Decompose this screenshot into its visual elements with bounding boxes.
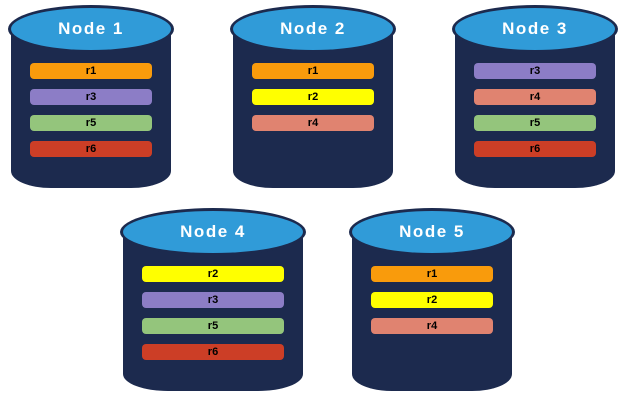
replica-bar-r1[interactable]: r1 — [371, 266, 493, 282]
replica-bar-r6[interactable]: r6 — [30, 141, 152, 157]
replica-bar-r6[interactable]: r6 — [474, 141, 596, 157]
replica-bar-r4[interactable]: r4 — [371, 318, 493, 334]
replica-bar-r5[interactable]: r5 — [142, 318, 284, 334]
replica-bar-r5[interactable]: r5 — [30, 115, 152, 131]
replica-bar-r2[interactable]: r2 — [371, 292, 493, 308]
replica-bar-r3[interactable]: r3 — [474, 63, 596, 79]
cylinder-top-ellipse — [455, 8, 615, 50]
replica-bar-r2[interactable]: r2 — [252, 89, 374, 105]
replica-bar-r6[interactable]: r6 — [142, 344, 284, 360]
replica-bar-list: r1 r2 r4 — [352, 266, 512, 334]
replica-bar-r5[interactable]: r5 — [474, 115, 596, 131]
replica-bar-r1[interactable]: r1 — [252, 63, 374, 79]
replica-bar-list: r3 r4 r5 r6 — [455, 63, 615, 157]
replica-bar-list: r1 r3 r5 r6 — [11, 63, 171, 157]
cylinder-top-ellipse — [123, 211, 303, 253]
replica-bar-list: r1 r2 r4 — [233, 63, 393, 131]
replica-bar-r4[interactable]: r4 — [474, 89, 596, 105]
replica-bar-list: r2 r3 r5 r6 — [123, 266, 303, 360]
replica-bar-r3[interactable]: r3 — [30, 89, 152, 105]
replica-bar-r1[interactable]: r1 — [30, 63, 152, 79]
replica-bar-r4[interactable]: r4 — [252, 115, 374, 131]
replica-bar-r3[interactable]: r3 — [142, 292, 284, 308]
replica-bar-r2[interactable]: r2 — [142, 266, 284, 282]
cylinder-top-ellipse — [233, 8, 393, 50]
cylinder-top-ellipse — [352, 211, 512, 253]
cylinder-top-ellipse — [11, 8, 171, 50]
